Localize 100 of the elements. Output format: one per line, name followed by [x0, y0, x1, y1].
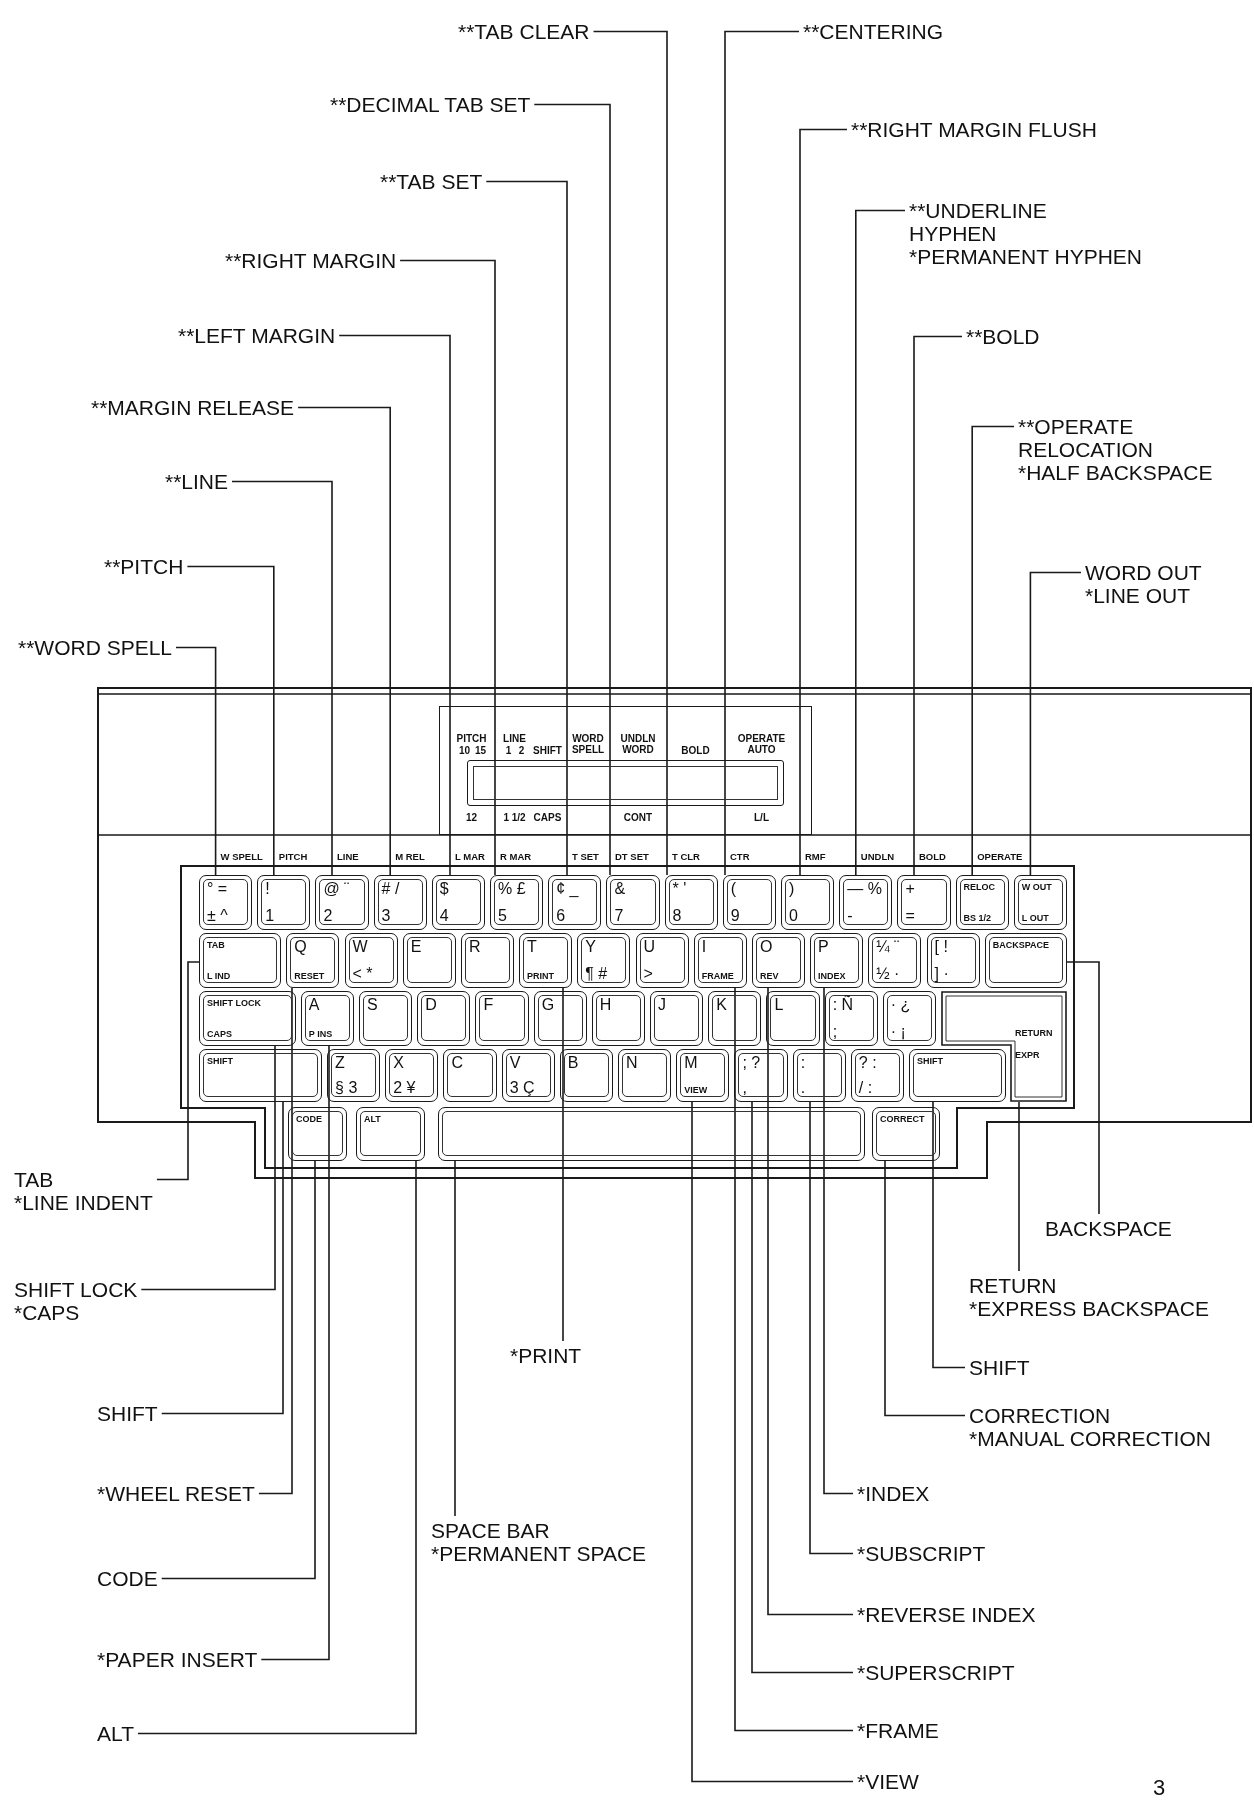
- key-legend: — %: [847, 881, 882, 897]
- indicator-label: 15: [474, 744, 487, 756]
- key-legend: EXPR: [1015, 1051, 1040, 1060]
- key: [618, 1049, 672, 1102]
- function-label: T SET: [572, 851, 599, 862]
- callout-text: **DECIMAL TAB SET: [330, 93, 531, 116]
- function-label: T CLR: [672, 851, 700, 862]
- key-legend: P INS: [308, 1030, 333, 1039]
- key-legend: >: [643, 966, 653, 982]
- leader-line: [260, 1045, 330, 1661]
- indicator-label: OPERATE AUTO: [737, 732, 786, 755]
- key: [792, 1049, 846, 1102]
- key: [941, 991, 1067, 1102]
- key-legend: 2 ¥: [393, 1080, 416, 1096]
- key-legend: -: [847, 908, 853, 924]
- leader-line: [592, 30, 668, 876]
- key-legend: C: [451, 1055, 463, 1071]
- indicator-label: PITCH: [456, 732, 487, 744]
- callout-text: SHIFT: [969, 1356, 1030, 1379]
- function-label: OPERATE: [977, 851, 1023, 862]
- callout-text: *FRAME: [857, 1719, 939, 1742]
- key: [199, 933, 282, 988]
- key-legend: &: [614, 881, 626, 897]
- key-legend: CAPS: [207, 1030, 232, 1039]
- callout-text: *SUPERSCRIPT: [857, 1661, 1015, 1684]
- indicator-label: 12: [465, 811, 478, 823]
- key: [417, 991, 471, 1046]
- leader-line: [691, 1101, 854, 1783]
- callout-text: *PRINT: [510, 1344, 582, 1367]
- indicator-label: LINE: [503, 732, 526, 744]
- indicator-label: SHIFT: [533, 744, 562, 756]
- callout-text: BACKSPACE: [1045, 1217, 1172, 1240]
- key-legend: < *: [352, 966, 373, 982]
- leader-line: [156, 961, 200, 1181]
- key: [897, 875, 951, 930]
- key-legend: 8: [672, 908, 682, 924]
- key-legend: RESET: [294, 972, 325, 981]
- indicator-label: 1: [505, 744, 512, 756]
- key-legend: O: [759, 939, 773, 955]
- indicator-label: 1 1/2: [503, 811, 526, 823]
- key: [300, 991, 355, 1046]
- key-legend: =: [905, 908, 915, 924]
- callout-text: SPACE BAR: [431, 1519, 551, 1542]
- key: [501, 1049, 555, 1102]
- callout-text: ALT: [97, 1722, 134, 1745]
- space-bar: [438, 1107, 865, 1161]
- key-legend: ¢ _: [556, 881, 579, 897]
- function-label: UNDLN: [860, 851, 895, 862]
- callout-text: *LINE OUT: [1085, 584, 1192, 607]
- leader-line: [186, 565, 275, 876]
- key-legend: ALT: [364, 1115, 381, 1124]
- leader-line: [724, 30, 800, 876]
- key-legend: ,: [742, 1080, 747, 1096]
- function-label: R MAR: [500, 851, 532, 862]
- callout-text: *EXPRESS BACKSPACE: [969, 1297, 1210, 1320]
- key: [635, 933, 689, 988]
- key-legend: ] ·: [934, 966, 949, 982]
- key-legend: .: [800, 1080, 806, 1096]
- function-label: M REL: [395, 851, 425, 862]
- key-legend: 7: [614, 908, 624, 924]
- key: [315, 875, 369, 930]
- key: [926, 933, 980, 988]
- key-legend: REV: [759, 972, 779, 981]
- key-legend: Q: [294, 939, 307, 955]
- key-legend: 0: [789, 908, 798, 924]
- key-legend: D: [425, 997, 437, 1013]
- key-legend: Z: [335, 1055, 345, 1071]
- key-legend: X: [393, 1055, 404, 1071]
- function-label: DT SET: [615, 851, 649, 862]
- key: [460, 933, 515, 988]
- key: [868, 933, 922, 988]
- key-legend: 9: [730, 908, 740, 924]
- key: [475, 991, 529, 1046]
- callout-text: *MANUAL CORRECTION: [969, 1427, 1211, 1450]
- indicator-label: BOLD: [681, 744, 710, 756]
- key-legend: L OUT: [1021, 914, 1049, 923]
- key-legend: VIEW: [684, 1086, 708, 1095]
- key-legend: @ ¨: [323, 881, 350, 897]
- key-legend: 5: [498, 908, 507, 924]
- key: [850, 1049, 904, 1102]
- key-legend: U: [643, 939, 656, 955]
- leader-line: [175, 646, 217, 876]
- key: [519, 933, 573, 988]
- key-legend: 1: [265, 908, 275, 924]
- callout-text: **LINE: [165, 470, 229, 493]
- callout-text: SHIFT: [97, 1402, 158, 1425]
- key: [676, 1049, 730, 1102]
- function-label: PITCH: [278, 851, 308, 862]
- leader-line: [1029, 571, 1082, 876]
- key-legend: L: [774, 997, 784, 1013]
- key-legend: 2: [323, 908, 333, 924]
- callout-text: *PAPER INSERT: [97, 1648, 258, 1671]
- callout-text: RETURN: [969, 1274, 1058, 1297]
- key-legend: TAB: [207, 941, 225, 950]
- leader-line: [258, 987, 293, 1495]
- key: [824, 991, 878, 1046]
- leader-line: [562, 987, 564, 1342]
- leader-line: [734, 987, 854, 1732]
- leader-line: [1018, 1101, 1020, 1272]
- function-label: CTR: [730, 851, 750, 862]
